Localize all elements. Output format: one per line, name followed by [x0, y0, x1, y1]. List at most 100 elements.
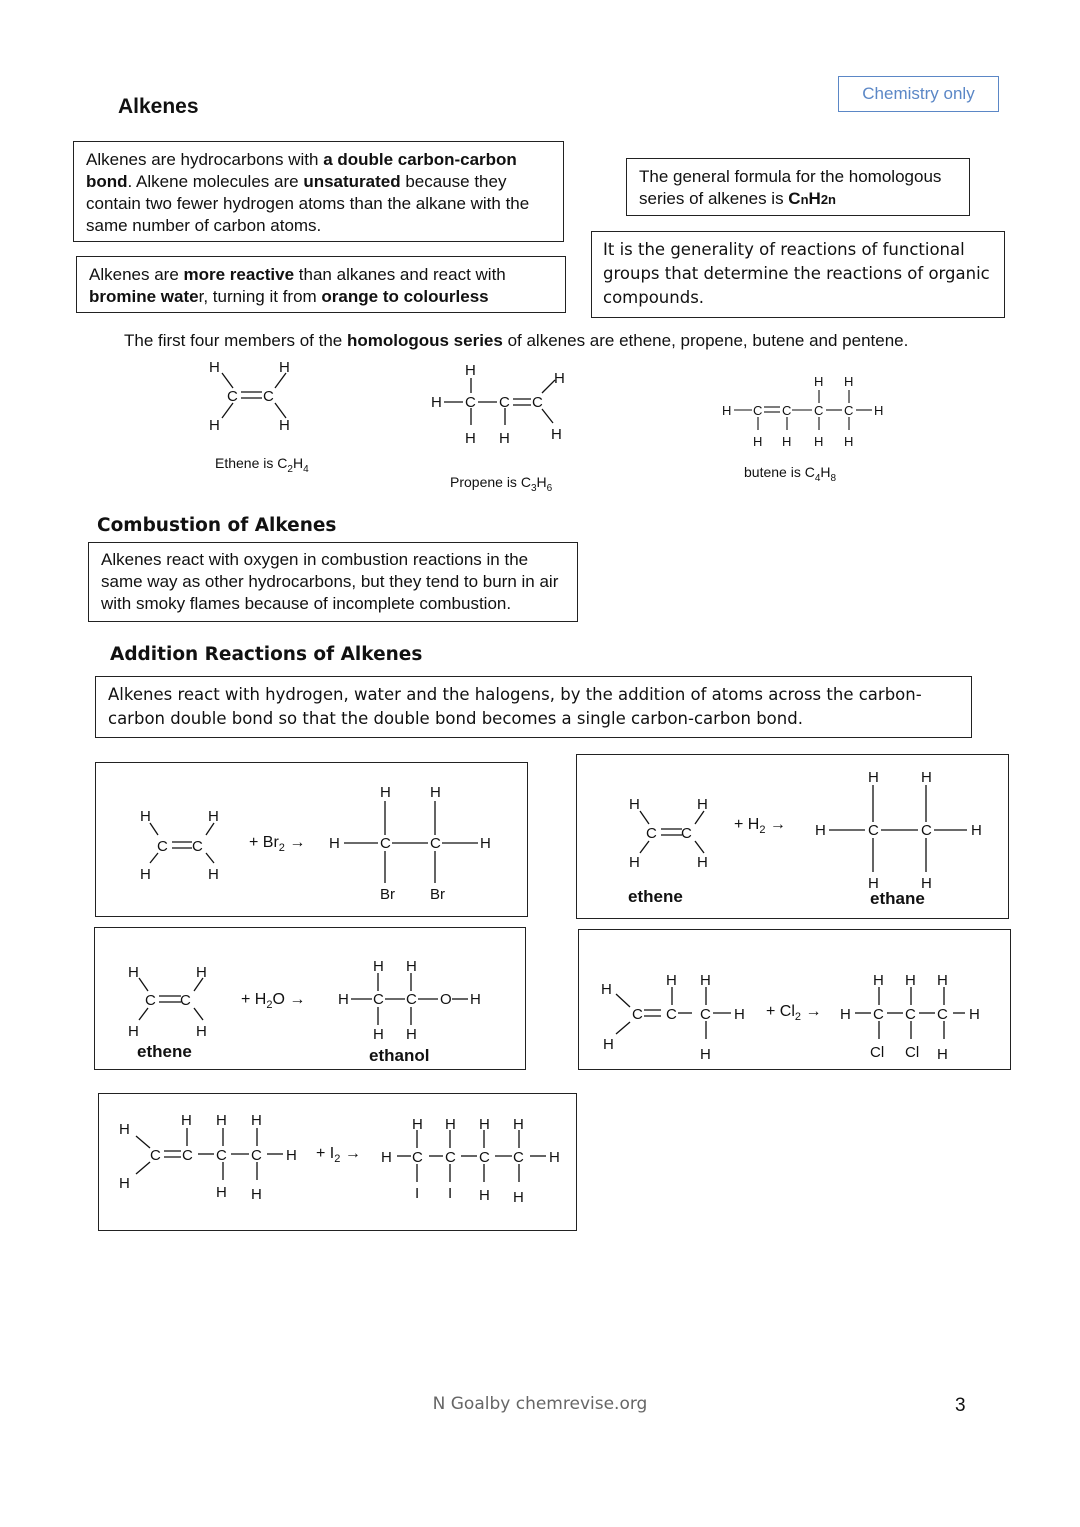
- atom-c: C: [380, 835, 391, 852]
- ethene-label: ethene: [137, 1042, 192, 1061]
- atom-c: C: [192, 838, 203, 855]
- atom-h: H: [814, 434, 823, 449]
- atom-h: H: [430, 784, 441, 801]
- atom-c: C: [251, 1147, 262, 1164]
- atom-c: C: [157, 838, 168, 855]
- atom-br: Br: [430, 886, 445, 903]
- atom-h: H: [734, 1006, 745, 1023]
- atom-c: C: [445, 1149, 456, 1166]
- atom-h: H: [140, 866, 151, 883]
- propene-atoms: H H C C C H H H H: [431, 362, 565, 447]
- atom-cl: Cl: [905, 1044, 919, 1061]
- chemistry-only-badge: Chemistry only: [838, 76, 999, 112]
- general-formula-text: The general formula for the homologous s…: [639, 167, 942, 208]
- atom-h: H: [209, 359, 220, 376]
- ethene-caption: Ethene is C2H4: [215, 455, 309, 475]
- atom-h: H: [629, 796, 640, 813]
- atom-c: C: [430, 835, 441, 852]
- atom-h: H: [251, 1112, 262, 1129]
- reaction-bromine-diagram: H H C C H H + Br2 → H C C H H H Br Br: [140, 784, 491, 903]
- addition-text: Alkenes react with hydrogen, water and t…: [108, 685, 922, 728]
- reactivity-text: Alkenes are: [89, 265, 184, 284]
- atom-h: H: [251, 1186, 262, 1203]
- atom-h: H: [937, 1046, 948, 1063]
- atom-h: H: [279, 417, 290, 434]
- atom-h: H: [381, 1149, 392, 1166]
- atom-h: H: [700, 1046, 711, 1063]
- atom-c: C: [632, 1006, 643, 1023]
- butene-atoms: H C C C C H H H H H H H: [722, 374, 883, 449]
- atom-h: H: [406, 958, 417, 975]
- reaction-water-box: H H C C H H + H2O → H C C O H H H H H et…: [94, 927, 526, 1070]
- atom-h: H: [181, 1112, 192, 1129]
- atom-h: H: [209, 417, 220, 434]
- definition-bold-2: unsaturated: [303, 172, 401, 191]
- atom-c: C: [479, 1149, 490, 1166]
- atom-c: C: [182, 1147, 193, 1164]
- atom-h: H: [431, 394, 442, 411]
- combustion-text: Alkenes react with oxygen in combustion …: [101, 550, 559, 613]
- homologous-structures: H H C C H H Ethene is C2H4 H H C C C H H…: [209, 359, 883, 494]
- footer-author: N Goalby chemrevise.org: [432, 1394, 648, 1414]
- atom-h: H: [445, 1116, 456, 1133]
- atom-c: C: [263, 388, 274, 405]
- reactivity-bold-1: more reactive: [183, 265, 295, 284]
- atom-h: H: [128, 964, 139, 981]
- atom-h: H: [549, 1149, 560, 1166]
- reactivity-box: Alkenes are more reactive than alkanes a…: [76, 256, 566, 313]
- br2-reagent: + Br2 →: [249, 834, 305, 854]
- atom-c: C: [873, 1006, 884, 1023]
- atom-c: C: [700, 1006, 711, 1023]
- reactivity-text: than alkanes and react with: [294, 265, 506, 284]
- atom-h: H: [971, 822, 982, 839]
- ethene-label: ethene: [628, 887, 683, 906]
- atom-o: O: [440, 991, 452, 1008]
- cl2-reagent: + Cl2 →: [766, 1003, 821, 1023]
- atom-c: C: [150, 1147, 161, 1164]
- reaction-hydrogen-diagram: H H C C H H + H2 → H C C H H H H H ethen…: [628, 769, 982, 908]
- propene-structure: [444, 378, 556, 425]
- atom-h: H: [921, 875, 932, 892]
- atom-c: C: [868, 822, 879, 839]
- formula-h: H: [808, 189, 821, 208]
- atom-c: C: [905, 1006, 916, 1023]
- atom-h: H: [844, 434, 853, 449]
- ethene-atoms: H H C C H H: [209, 359, 290, 434]
- atom-c: C: [412, 1149, 423, 1166]
- atom-c: C: [937, 1006, 948, 1023]
- reactivity-text: r, turning it from: [198, 287, 322, 306]
- atom-h: H: [479, 1116, 490, 1133]
- atom-h: H: [279, 359, 290, 376]
- atom-h: H: [874, 403, 883, 418]
- atom-h: H: [128, 1023, 139, 1040]
- reaction-bromine-box: H H C C H H + Br2 → H C C H H H Br Br: [95, 762, 528, 917]
- atom-h: H: [286, 1147, 297, 1164]
- atom-h: H: [470, 991, 481, 1008]
- atom-h: H: [216, 1112, 227, 1129]
- atom-h: H: [465, 430, 476, 447]
- atom-cl: Cl: [870, 1044, 884, 1061]
- atom-c: C: [465, 394, 476, 411]
- atom-h: H: [140, 808, 151, 825]
- atom-h: H: [513, 1189, 524, 1206]
- atom-h: H: [196, 1023, 207, 1040]
- addition-box: Alkenes react with hydrogen, water and t…: [95, 676, 972, 738]
- atom-h: H: [969, 1006, 980, 1023]
- atom-c: C: [753, 403, 762, 418]
- definition-text: Alkenes are hydrocarbons with: [86, 150, 324, 169]
- atom-i: I: [415, 1185, 419, 1202]
- propene-caption: Propene is C3H6: [450, 474, 553, 494]
- atom-h: H: [844, 374, 853, 389]
- definition-bold-1: a double carbon-carbon bond: [86, 150, 517, 191]
- series-sentence: The first four members of the homologous…: [124, 330, 1024, 352]
- atom-h: H: [208, 866, 219, 883]
- h2o-reagent: + H2O →: [241, 991, 305, 1011]
- atom-h: H: [921, 769, 932, 786]
- reaction-iodine-box: H H C C C C H H H H H H + I2 → H C C C C…: [98, 1093, 577, 1231]
- atom-c: C: [646, 825, 657, 842]
- atom-h: H: [868, 875, 879, 892]
- reaction-water-diagram: H H C C H H + H2O → H C C O H H H H H et…: [128, 958, 481, 1065]
- combustion-heading: Combustion of Alkenes: [97, 515, 337, 536]
- atom-h: H: [697, 854, 708, 871]
- atom-h: H: [480, 835, 491, 852]
